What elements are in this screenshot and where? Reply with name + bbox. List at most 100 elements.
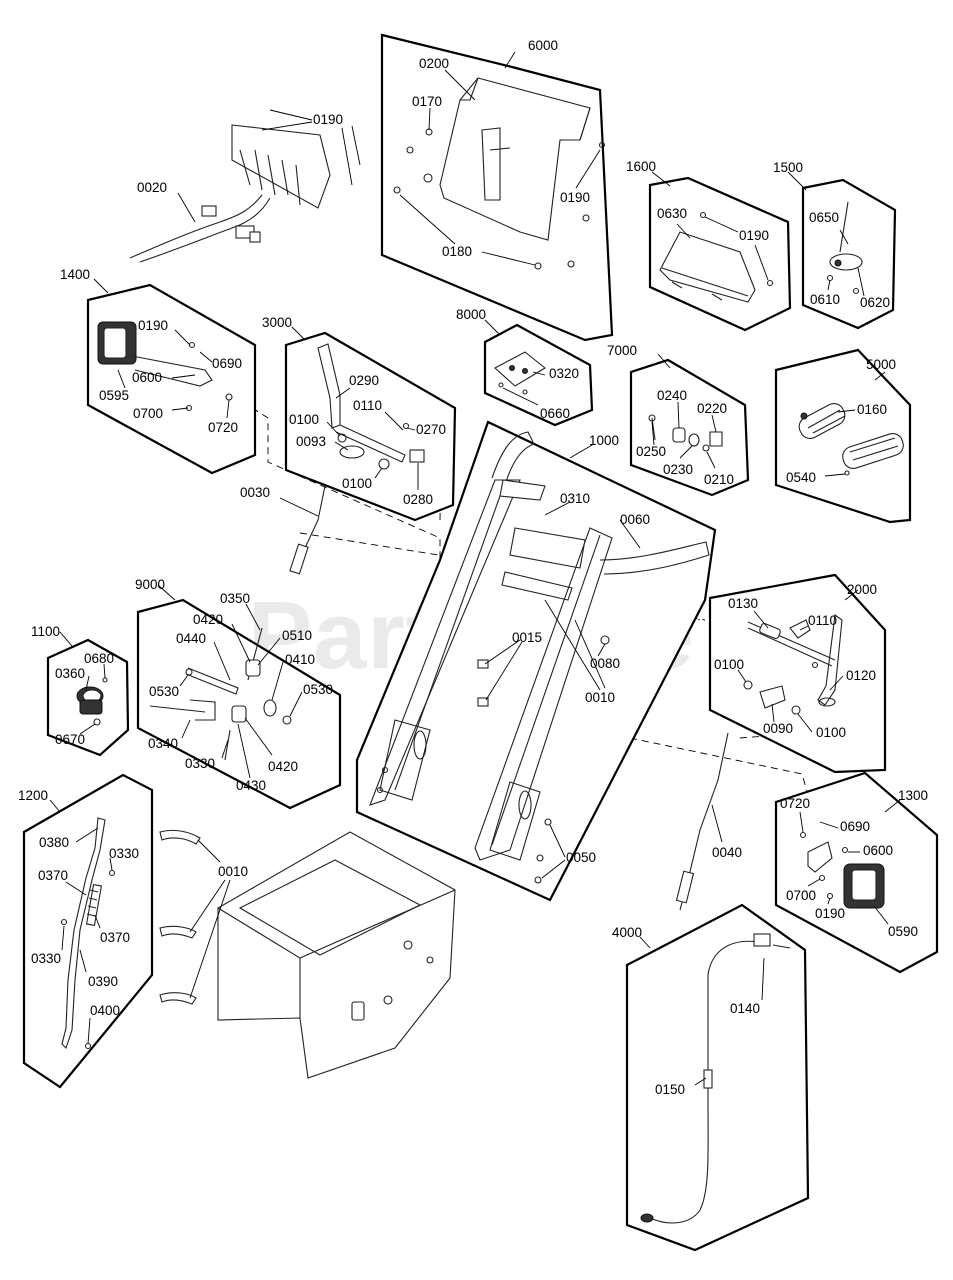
harness-bracket-shape — [231, 124, 331, 209]
leader-0410 — [271, 661, 284, 701]
panel-6000 — [380, 33, 614, 342]
part-label: 0370 — [38, 868, 68, 883]
screw-1600-0190 — [699, 211, 707, 219]
leader-1000-0010-b — [574, 619, 606, 689]
housing-slot — [351, 1001, 365, 1021]
assembly-3000: 3000 0290 0110 0100 0270 0093 0100 0280 — [262, 315, 457, 522]
leader-7000 — [657, 353, 671, 369]
assembly-label: 6000 — [528, 38, 558, 53]
wiring-harness-group: 0190 0020 — [129, 109, 361, 263]
bushing-0240-shape — [672, 427, 686, 443]
panel-3000 — [284, 331, 457, 522]
nut-6000-b — [534, 262, 542, 270]
part-label: 0130 — [728, 596, 758, 611]
part-label: 0690 — [840, 819, 870, 834]
screw-2000 — [811, 661, 819, 669]
part-label: 0100 — [289, 412, 319, 427]
leader-0380 — [75, 827, 99, 843]
assembly-2000: 2000 0130 0110 0100 0120 0090 0100 — [708, 573, 887, 774]
pin-0330-shape — [224, 729, 231, 761]
part-label: 0250 — [636, 444, 666, 459]
leader-1000 — [569, 444, 593, 459]
assembly-1400: 1400 0190 0690 0600 0595 0700 0720 — [60, 267, 257, 475]
part-label: 0610 — [810, 292, 840, 307]
frame-rail-left — [369, 479, 521, 806]
panel-1600 — [648, 176, 792, 332]
switch-0320-dot-b — [522, 368, 528, 374]
shield-plate-edge — [460, 77, 591, 141]
frame-cross-upper — [509, 527, 586, 569]
assembly-5000: 5000 0160 0540 — [774, 348, 912, 524]
frame-foot-left — [379, 719, 431, 801]
leader-0590 — [873, 905, 889, 925]
leader-0060 — [619, 519, 641, 549]
part-label: 0530 — [303, 682, 333, 697]
leader-1200-0370b — [94, 914, 101, 929]
leader-1300-0720 — [799, 811, 804, 833]
assembly-label: 1200 — [18, 788, 48, 803]
grip-0160-a-shape — [798, 402, 846, 440]
leader-2000-0100a — [737, 669, 747, 683]
leader-0090 — [771, 703, 775, 723]
screw-head-6000 — [406, 146, 414, 154]
bracket-0600-shape — [131, 355, 213, 387]
part-label: 0600 — [863, 843, 893, 858]
bushing-0420-b-shape — [231, 705, 247, 723]
panel-9000 — [136, 598, 342, 810]
leader-2000-0110 — [799, 625, 809, 631]
part-label: 0190 — [560, 190, 590, 205]
leader-0670 — [79, 723, 96, 735]
link-0440-shape — [185, 667, 239, 695]
part-label: 0420 — [268, 759, 298, 774]
leader-1100 — [59, 631, 73, 647]
part-label: 0680 — [84, 651, 114, 666]
part-label: 0190 — [313, 112, 343, 127]
leader-0130 — [753, 610, 769, 629]
screw-0660-b — [522, 389, 528, 395]
leader-0180-a — [399, 194, 456, 245]
leader-1400 — [93, 278, 109, 294]
nut-6000 — [582, 214, 590, 222]
frame-foot-right — [489, 781, 541, 861]
part-label: 0230 — [663, 462, 693, 477]
housing-top-plate — [238, 859, 422, 956]
assembly-label: 1100 — [31, 624, 60, 639]
leader-0320 — [532, 371, 546, 376]
part-label: 0190 — [815, 906, 845, 921]
assembly-1300: 1300 0720 0690 0600 0700 0190 0590 — [774, 771, 939, 974]
part-label: 0350 — [220, 591, 250, 606]
leader-0120 — [829, 675, 844, 691]
assembly-label: 4000 — [612, 925, 642, 940]
part-label: 0200 — [419, 56, 449, 71]
assembly-label: 9000 — [135, 577, 165, 592]
screw-0620 — [852, 287, 860, 295]
leader-1600 — [651, 171, 671, 187]
plate-0630-tabs — [661, 267, 749, 301]
part-label: 0220 — [697, 401, 727, 416]
part-label: 0420 — [193, 612, 223, 627]
leader-0160 — [837, 409, 856, 413]
part-label: 0630 — [657, 206, 687, 221]
part-label: 0400 — [90, 1003, 120, 1018]
clip-0015-b — [477, 697, 489, 707]
screw-0250-shaft — [651, 417, 656, 441]
lever-0120-foot — [818, 697, 836, 707]
assembly-1000: 1000 0310 0060 0015 0080 0010 0050 — [355, 420, 717, 902]
leader-1200-0330b — [61, 925, 65, 951]
assembly-8000: 8000 0320 0660 — [456, 307, 594, 427]
leader-0630 — [676, 223, 691, 239]
rod-0110-shape — [335, 424, 406, 463]
cable-0030-spring — [289, 543, 309, 575]
cable-0030-group: 0030 — [240, 485, 326, 575]
part-label: 0330 — [185, 756, 215, 771]
part-label: 0210 — [704, 472, 734, 487]
leader-0540 — [824, 473, 846, 477]
nut-0220-shape — [709, 431, 723, 447]
leader-top-0190-a — [269, 109, 313, 121]
housing-outline — [217, 831, 456, 1079]
screw-0270 — [402, 422, 410, 430]
frame-rail-right-inner — [491, 534, 601, 846]
leader-1600-0190-a — [704, 216, 739, 233]
leader-0250 — [651, 421, 655, 446]
part-label: 0090 — [763, 721, 793, 736]
